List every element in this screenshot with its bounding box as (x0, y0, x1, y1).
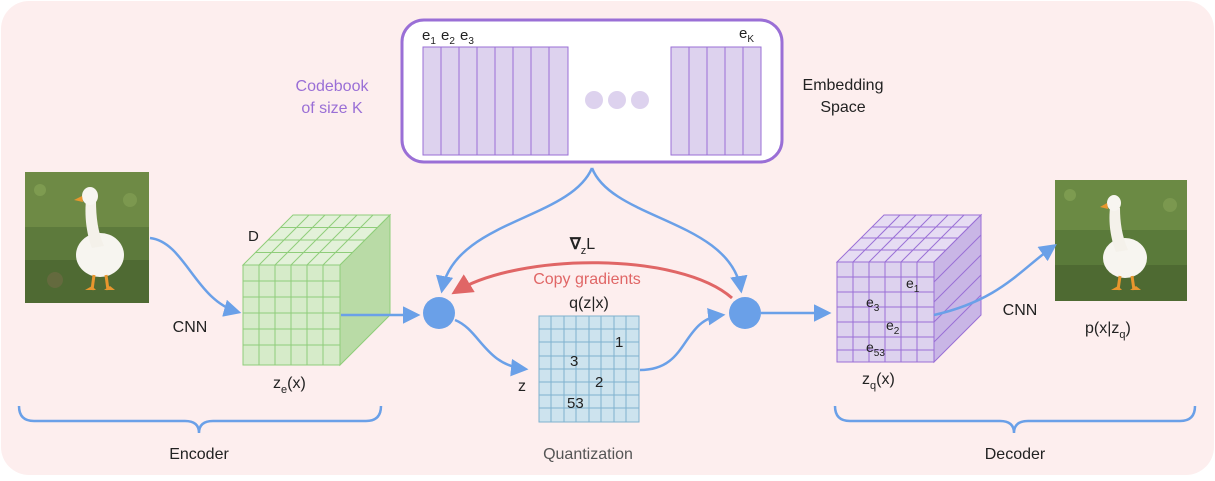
input-to-encoder-arrow (149, 236, 242, 317)
copy-gradients-label: Copy gradients (533, 271, 641, 288)
flow-arrows (149, 167, 1057, 377)
decoder-cell-e3: e3 (866, 294, 880, 314)
encoder-depth-label: D (248, 228, 259, 245)
goose-photo-input (25, 172, 149, 303)
codebook-e3-label: e3 (460, 27, 474, 47)
quantize-output-node (729, 297, 761, 329)
goose-photo-output (1055, 180, 1187, 301)
copy-gradients-arrow (451, 261, 733, 300)
quantization-cell-value-2: 2 (595, 374, 603, 391)
codebook-to-input-node-arrow (435, 167, 594, 294)
encoder-section-label: Encoder (169, 446, 229, 463)
quantization-cell-value-53: 53 (567, 395, 584, 412)
grid-to-node-arrow (639, 307, 726, 372)
embedding-space-label-line2: Space (820, 99, 865, 116)
gradient-label: ∇zL (569, 236, 595, 257)
encoder-output-label: ze(x) (273, 375, 306, 396)
quantize-input-node (423, 297, 455, 329)
quantization-cell-value-3: 3 (570, 353, 578, 370)
decoder-cell-e53: e53 (866, 339, 885, 359)
decoder-to-output-arrow (933, 243, 1057, 317)
embedding-space-label-line1: Embedding (803, 77, 884, 94)
decoder-input-label: zq(x) (862, 371, 895, 392)
codebook-eK-label: eK (739, 25, 754, 45)
ellipsis-dots-icon (585, 91, 649, 109)
codebook-size-label-line1: Codebook (296, 78, 370, 95)
quantization-grid (538, 315, 640, 423)
decoder-cnn-label: CNN (1003, 302, 1038, 319)
codebook-columns-left (422, 46, 569, 156)
decoder-cell-e1: e1 (906, 275, 920, 295)
codebook-size-label-line2: of size K (301, 100, 363, 117)
encoder-brace (17, 405, 383, 434)
codebook-box: e1 e2 e3 eK (400, 18, 784, 164)
codebook-columns-right (670, 46, 762, 156)
decoder-section-label: Decoder (985, 446, 1046, 463)
quantization-cell-value-1: 1 (615, 334, 623, 351)
encoder-cnn-label: CNN (173, 319, 208, 336)
node-to-grid-arrow (454, 318, 529, 377)
quantization-z-label: z (518, 378, 526, 395)
decoder-output-label: p(x|zq) (1085, 320, 1131, 341)
decoder-cell-e2: e2 (886, 317, 900, 337)
codebook-e1-label: e1 (422, 27, 436, 47)
codebook-e2-label: e2 (441, 27, 455, 47)
quantization-grid-title: q(z|x) (569, 295, 609, 312)
codebook-to-output-node-arrow (590, 167, 748, 294)
quantization-section-label: Quantization (543, 446, 633, 463)
decoder-input-cube (835, 213, 983, 364)
decoder-brace (833, 405, 1197, 434)
